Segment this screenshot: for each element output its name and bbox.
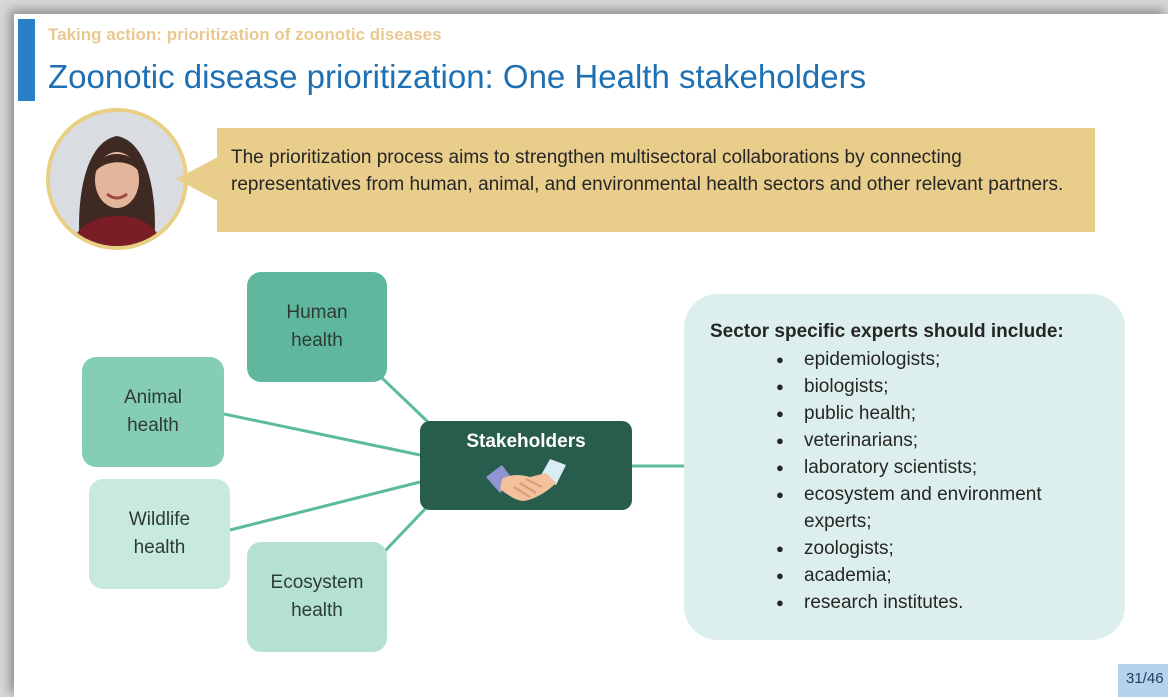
list-item: academia; (776, 562, 1104, 589)
node-human-health: Human health (247, 272, 387, 382)
node-human-label-1: Human (286, 302, 348, 323)
list-item: epidemiologists; (776, 346, 1104, 373)
list-item: biologists; (776, 373, 1104, 400)
connector-ecosystem (382, 506, 428, 554)
node-animal-health: Animal health (82, 357, 224, 467)
handshake-icon (486, 459, 566, 501)
list-item: ecosystem and environment experts; (776, 481, 1104, 535)
node-wildlife-label-2: health (133, 537, 186, 558)
connector-animal (223, 412, 421, 457)
stakeholders-label: Stakeholders (466, 431, 586, 452)
presenter-photo (50, 112, 184, 246)
node-wildlife-health: Wildlife health (89, 479, 230, 589)
speech-callout-tail (176, 157, 218, 201)
title-accent-bar (18, 19, 35, 101)
connector-wildlife (229, 480, 421, 532)
node-ecosystem-label-1: Ecosystem (270, 572, 364, 593)
node-wildlife-label-1: Wildlife (128, 509, 191, 530)
page-indicator: 31/46 (1118, 664, 1168, 697)
list-item: laboratory scientists; (776, 454, 1104, 481)
connector-human (380, 376, 430, 424)
presenter-avatar (46, 108, 188, 250)
list-item: public health; (776, 400, 1104, 427)
diagram-connectors (223, 376, 684, 554)
node-animal-label-2: health (127, 415, 179, 436)
slide-subtitle: Taking action: prioritization of zoonoti… (48, 25, 442, 44)
stakeholders-box: Stakeholders (420, 421, 632, 510)
node-human-label-2: health (291, 330, 343, 351)
experts-list: epidemiologists; biologists; public heal… (710, 346, 1125, 616)
experts-heading: Sector specific experts should include: (710, 321, 1064, 342)
slide-title: Zoonotic disease prioritization: One Hea… (48, 58, 867, 95)
node-animal-label-1: Animal (123, 387, 183, 408)
speech-callout: The prioritization process aims to stren… (217, 128, 1095, 232)
list-item: veterinarians; (776, 427, 1104, 454)
node-ecosystem-label-2: health (291, 600, 343, 621)
list-item: research institutes. (776, 589, 1104, 616)
node-ecosystem-health: Ecosystem health (247, 542, 387, 652)
slide: Taking action: prioritization of zoonoti… (14, 14, 1168, 697)
list-item: zoologists; (776, 535, 1104, 562)
experts-panel: Sector specific experts should include: … (684, 294, 1125, 640)
